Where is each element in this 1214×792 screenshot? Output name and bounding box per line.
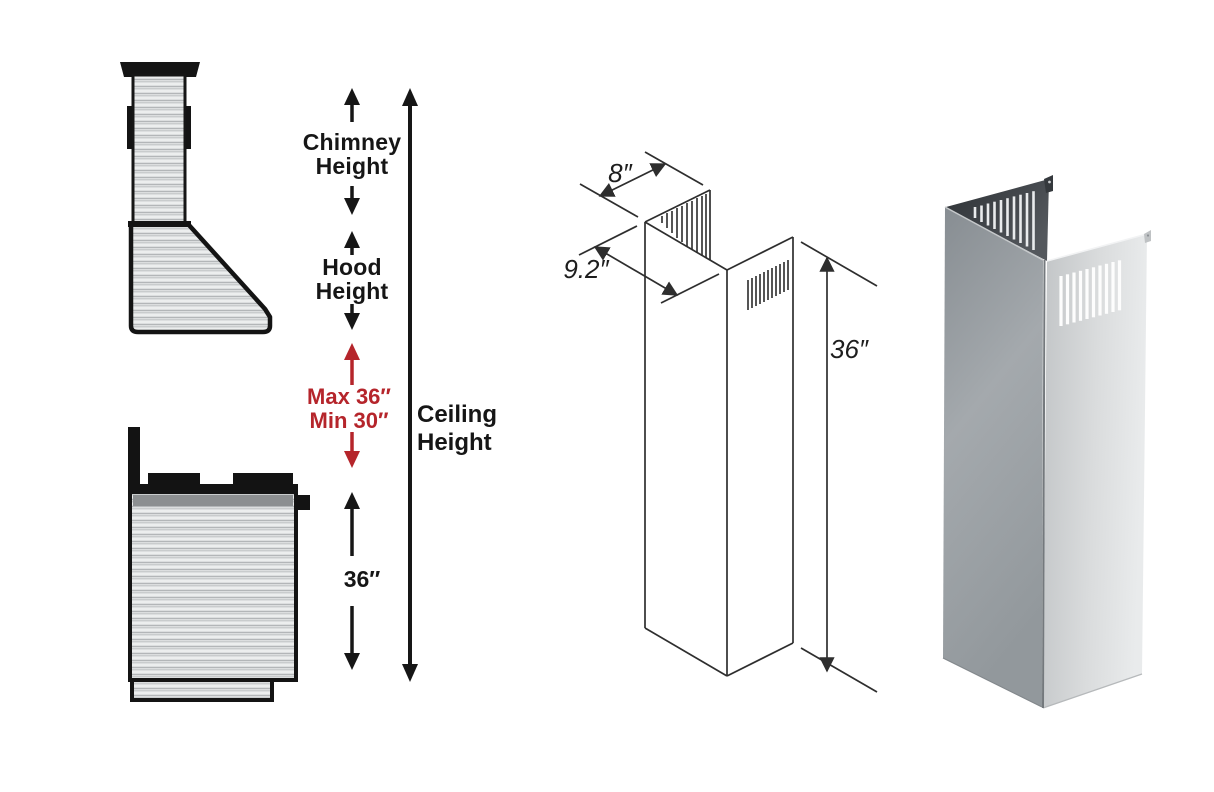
render-corner-edge [1042,259,1046,709]
min-height-label: Min 30″ [309,408,389,433]
render-left-face [942,206,1044,708]
render-right-face [1042,230,1151,709]
hood-to-cooktop-arrows [344,492,360,670]
drawing-front-vents [747,260,789,310]
render-front-vents [1059,260,1122,326]
height-dimension [800,241,878,693]
hood-height-arrows [344,231,360,330]
width-dimension-label: 8″ [608,158,632,188]
chimney-extension-render [942,175,1151,709]
max-height-label: Max 36″ [307,384,391,409]
ceiling-height-arrow [402,88,418,682]
max-min-arrows [344,343,360,468]
height-dimension-label: 36″ [830,334,869,364]
width-dimension [579,151,704,218]
depth-dimension-label: 9.2″ [563,254,609,284]
depth-dimension [578,225,720,304]
drawing-back-panel-vents [661,194,707,258]
hood-installation-diagram [120,62,418,702]
drawing-back-panel [644,189,711,260]
chimney-height-arrows [344,88,360,215]
chimney-height-label: Chimney Height [302,129,402,179]
range-side-view [128,427,310,702]
chimney-dimension-drawing [578,151,878,693]
ceiling-height-label: Ceiling Height [417,401,498,456]
render-back-panel [945,175,1053,261]
hood-height-label: Hood Height [315,254,389,304]
hood-to-cooktop-label: 36″ [343,566,381,592]
range-hood-side-view [120,62,273,335]
